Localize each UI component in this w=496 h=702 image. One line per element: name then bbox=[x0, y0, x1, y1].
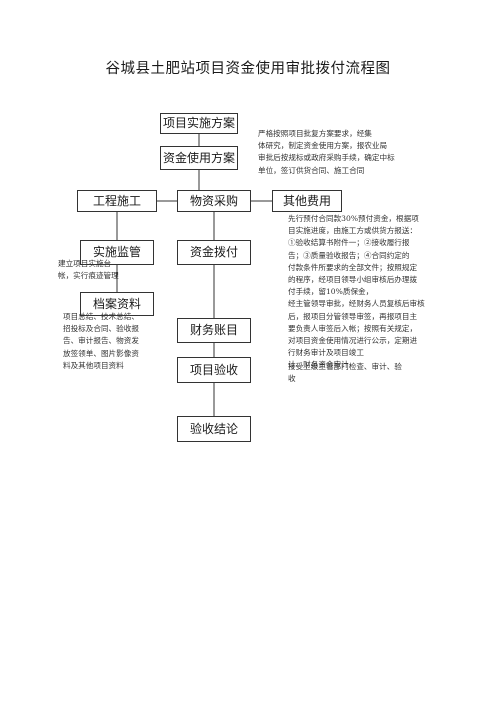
supervision-note: 建立项目实施台 帐，实行痕迹管理 bbox=[58, 259, 119, 281]
archives-note: 项目总结、技术总结、 招投标及合同、验收报 告、审计报告、物资发 放签领单、图片… bbox=[63, 312, 139, 370]
acceptance-box: 项目验收 bbox=[177, 357, 251, 383]
project-plan-box: 项目实施方案 bbox=[160, 113, 238, 134]
disbursement-box: 资金拨付 bbox=[177, 240, 251, 265]
disbursement-note: 先行预付合同款30%预付资金，根据项 目实施进度，由施工方或供货方报送： ①验收… bbox=[288, 214, 425, 370]
procurement-box: 物资采购 bbox=[177, 190, 251, 212]
funds-plan-box: 资金使用方案 bbox=[160, 146, 238, 170]
finance-ledger-box: 财务账目 bbox=[177, 318, 251, 343]
conclusion-box: 验收结论 bbox=[177, 416, 251, 442]
other-costs-box: 其他费用 bbox=[272, 190, 342, 212]
acceptance-note: 接受上级主管部门检查、审计、验 收 bbox=[288, 362, 402, 384]
page-title: 谷城县土肥站项目资金使用审批拨付流程图 bbox=[105, 61, 391, 77]
archives-box: 档案资料 bbox=[80, 292, 154, 316]
plan-note: 严格按照项目批复方案要求，经集 体研究，制定资金使用方案，报农业局 审批后按规标… bbox=[258, 129, 395, 175]
construction-box: 工程施工 bbox=[77, 190, 157, 212]
supervision-box: 实施监管 bbox=[80, 240, 154, 265]
